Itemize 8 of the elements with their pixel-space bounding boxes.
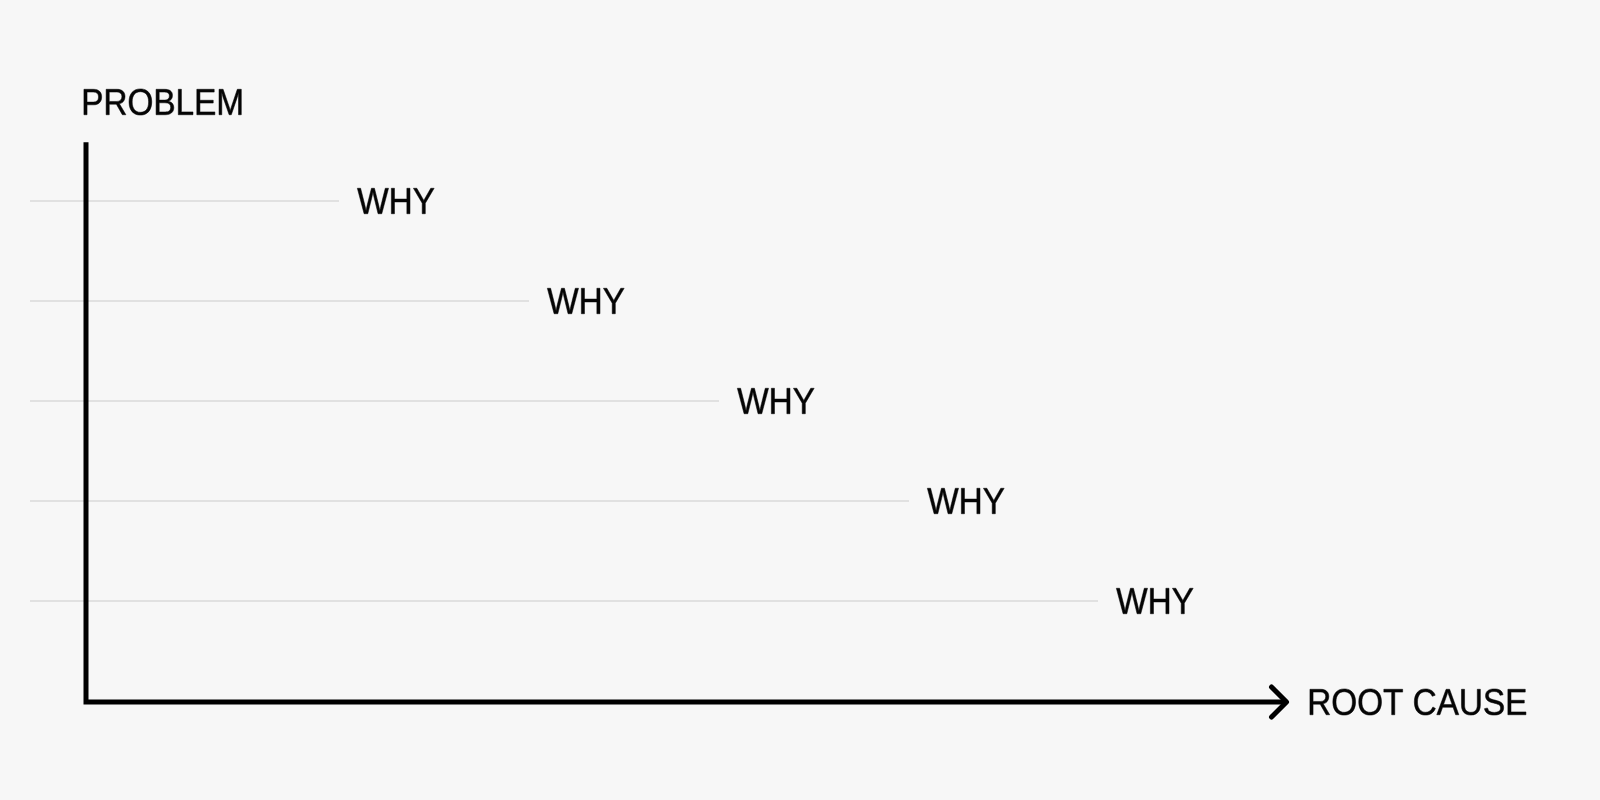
step-label: WHY bbox=[737, 388, 815, 414]
arrow bbox=[83, 142, 1289, 720]
step-label: WHY bbox=[1116, 588, 1194, 614]
step-label: WHY bbox=[927, 488, 1005, 514]
step-label: WHY bbox=[547, 288, 625, 314]
axis-label: PROBLEM bbox=[83, 88, 242, 116]
axis-label: ROOT CAUSE bbox=[1309, 688, 1526, 716]
step-label: WHY bbox=[357, 188, 435, 214]
